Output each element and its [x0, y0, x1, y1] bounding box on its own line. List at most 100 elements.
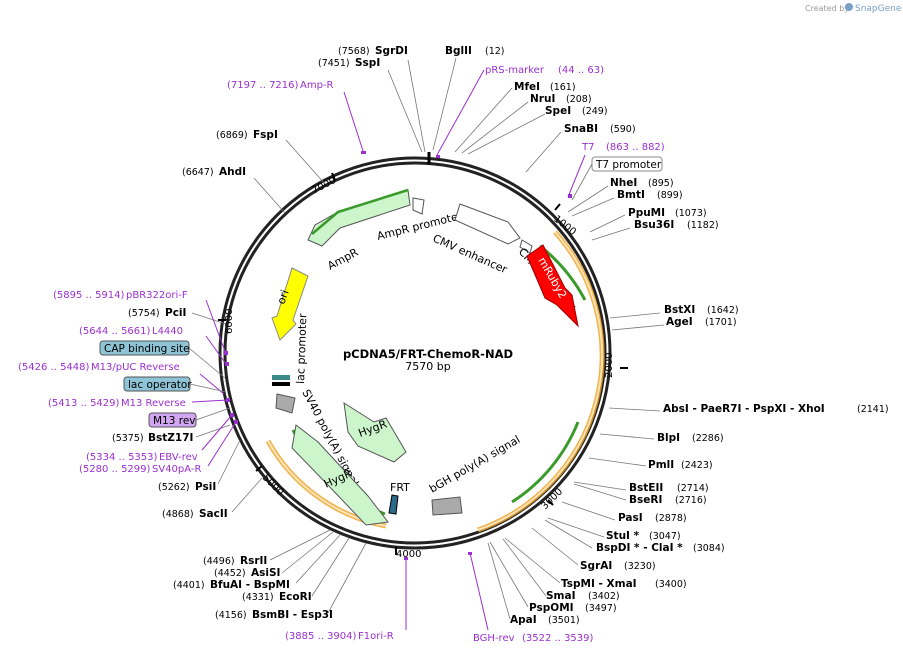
enzyme-bglii[interactable]: BglII — [445, 45, 472, 57]
enzyme-spei[interactable]: SpeI — [545, 105, 571, 117]
snapgene-logo-icon — [845, 3, 853, 11]
primer-l4440[interactable]: L4440 — [152, 326, 183, 337]
enzyme-sgrdi[interactable]: SgrDI — [375, 45, 408, 57]
enzyme-nrui[interactable]: NruI — [530, 93, 555, 105]
pos-nrui: (208) — [566, 94, 592, 105]
cap-site-mark — [272, 375, 290, 380]
pos-nhei: (895) — [648, 178, 674, 189]
pos-bseri: (2716) — [675, 495, 707, 506]
pos-tspmi: (3400) — [655, 579, 687, 590]
hygr-inner-arrow — [343, 402, 407, 463]
enzyme-tspmi[interactable]: TspMI - XmaI — [561, 578, 637, 590]
primer-prs-range: (44 .. 63) — [558, 65, 604, 76]
label-ampr: AmpR — [325, 246, 360, 273]
enzyme-sacii[interactable]: SacII — [199, 508, 228, 520]
primer-pbr[interactable]: pBR322ori-F — [126, 290, 188, 301]
primer-m13puc[interactable]: M13/pUC Reverse — [91, 362, 180, 373]
enzyme-blpi[interactable]: BlpI — [657, 432, 680, 444]
primer-ebv-range: (5334 .. 5353) — [86, 452, 158, 463]
enzyme-bsteii[interactable]: BstEII — [629, 482, 663, 494]
enzyme-fspi[interactable]: FspI — [253, 129, 278, 141]
enzyme-smai[interactable]: SmaI — [546, 590, 576, 602]
primer-ebv[interactable]: EBV-rev — [159, 452, 198, 463]
pos-spei: (249) — [582, 106, 608, 117]
pos-apai: (3501) — [548, 615, 580, 626]
enzyme-bstz17i[interactable]: BstZ17I — [148, 432, 193, 444]
primer-bgh[interactable]: BGH-rev — [473, 633, 515, 644]
primer-f1ori[interactable]: F1ori-R — [358, 631, 394, 642]
enzyme-nhei[interactable]: NheI — [610, 177, 637, 189]
hygr-outer-arrow — [291, 424, 389, 526]
primer-sv40pa[interactable]: SV40pA-R — [152, 464, 201, 475]
primer-m13puc-range: (5426 .. 5448) — [18, 362, 90, 373]
enzyme-psii[interactable]: PsiI — [195, 481, 216, 493]
enzyme-agei[interactable]: AgeI — [666, 316, 693, 328]
enzyme-ahdi[interactable]: AhdI — [219, 166, 246, 178]
primer-sv40pa-range: (5280 .. 5299) — [79, 464, 151, 475]
enzyme-pspomi[interactable]: PspOMI — [529, 602, 574, 614]
pos-psii: (5262) — [158, 482, 190, 493]
cmv-promoter-arrow — [519, 239, 533, 254]
enzyme-leader-lines — [191, 57, 665, 620]
tick-7000: 7000 — [310, 175, 338, 197]
enzyme-pcii[interactable]: PciI — [165, 307, 186, 319]
primer-t7[interactable]: T7 — [581, 142, 594, 153]
enzyme-stui[interactable]: StuI * — [606, 530, 640, 542]
label-t7-promoter: T7 promoter — [595, 159, 662, 171]
pos-bsmbi: (4156) — [215, 610, 247, 621]
pos-stui: (3047) — [649, 531, 681, 542]
label-frt: FRT — [390, 481, 410, 494]
credit-prefix: Created by — [805, 4, 849, 13]
scale-ticks — [218, 172, 628, 555]
pos-blpi: (2286) — [692, 433, 724, 444]
enzyme-ppumi[interactable]: PpuMI — [628, 207, 665, 219]
enzyme-mfei[interactable]: MfeI — [514, 81, 540, 93]
label-ori: ori — [275, 288, 292, 306]
enzyme-bsmbi[interactable]: BsmBI - Esp3I — [252, 609, 333, 621]
pos-pmli: (2423) — [681, 460, 713, 471]
primer-t7-range: (863 .. 882) — [606, 142, 665, 153]
pos-sacii: (4868) — [162, 509, 194, 520]
pos-bspdi: (3084) — [693, 543, 725, 554]
enzyme-pasi[interactable]: PasI — [618, 512, 643, 524]
enzyme-absi[interactable]: AbsI - PaeR7I - PspXI - XhoI — [663, 403, 825, 415]
primer-m13rev[interactable]: M13 Reverse — [121, 398, 186, 409]
pos-ahdi: (6647) — [182, 167, 214, 178]
primer-prs-marker[interactable]: pRS-marker — [485, 65, 545, 76]
pos-mfei: (161) — [550, 82, 576, 93]
label-bgh: bGH poly(A) signal — [427, 433, 522, 496]
enzyme-sspi[interactable]: SspI — [355, 57, 380, 69]
enzyme-snabi[interactable]: SnaBI — [564, 123, 598, 135]
tick-6000: 6000 — [224, 309, 235, 334]
enzyme-apai[interactable]: ApaI — [510, 614, 537, 626]
enzyme-bspdi[interactable]: BspDI * - ClaI * — [596, 542, 683, 554]
primer-m13rev-range: (5413 .. 5429) — [48, 398, 120, 409]
pos-pasi: (2878) — [655, 513, 687, 524]
primer-leader-lines — [191, 69, 586, 631]
pos-absi: (2141) — [857, 404, 889, 415]
bgh-block — [431, 496, 463, 516]
label-lac-promoter: lac promoter — [294, 313, 309, 384]
enzyme-sgrai[interactable]: SgrAI — [580, 560, 612, 572]
enzyme-asisi[interactable]: AsiSI — [251, 567, 280, 579]
pos-pcii: (5754) — [128, 308, 160, 319]
enzyme-rsrii[interactable]: RsrII — [240, 555, 267, 567]
pos-sgrdi: (7568) — [338, 46, 370, 57]
enzyme-bstxi[interactable]: BstXI — [664, 304, 695, 316]
cmv-enhancer-arrow — [454, 203, 521, 245]
enzyme-bsu36i[interactable]: Bsu36I — [634, 219, 674, 231]
enzyme-bmti[interactable]: BmtI — [617, 189, 645, 201]
primer-bgh-range: (3522 .. 3539) — [522, 633, 594, 644]
mruby2-arrow — [526, 244, 579, 328]
lac-operator-mark — [272, 382, 290, 386]
pos-sgrai: (3230) — [624, 561, 656, 572]
enzyme-pmli[interactable]: PmlI — [648, 459, 674, 471]
backbone-outer — [218, 156, 612, 550]
primer-ampr[interactable]: Amp-R — [300, 80, 334, 91]
pos-fspi: (6869) — [216, 130, 248, 141]
enzyme-bfuai[interactable]: BfuAI - BspMI — [210, 579, 290, 591]
enzyme-ecori[interactable]: EcoRI — [279, 591, 312, 603]
enzyme-bseri[interactable]: BseRI — [629, 494, 662, 506]
